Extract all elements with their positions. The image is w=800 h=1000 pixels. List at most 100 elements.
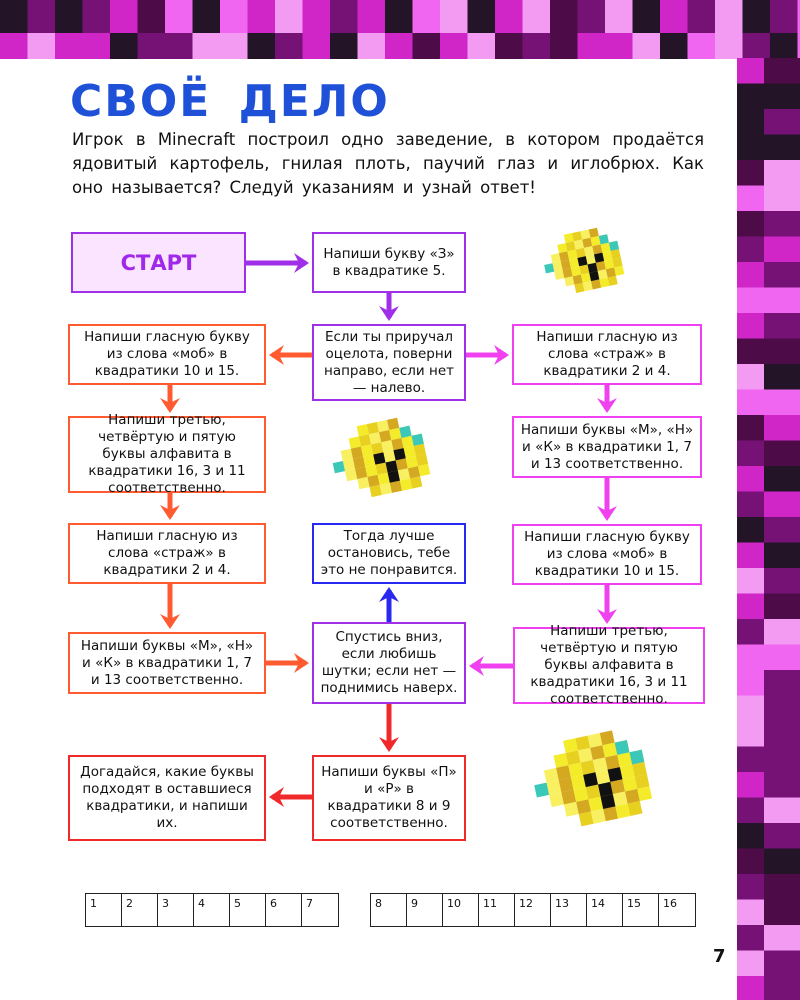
answer-cell[interactable]: 1 xyxy=(86,894,122,926)
answer-cell[interactable]: 10 xyxy=(443,894,479,926)
border-tile xyxy=(550,33,578,59)
answer-cell[interactable]: 14 xyxy=(587,894,623,926)
answer-cell[interactable]: 5 xyxy=(230,894,266,926)
border-tile xyxy=(330,0,358,33)
border-tile xyxy=(737,134,764,161)
border-tile xyxy=(715,0,743,33)
border-tile xyxy=(737,160,764,186)
border-tile xyxy=(764,440,800,467)
border-tile xyxy=(737,823,764,849)
border-tile xyxy=(737,644,764,671)
border-tile xyxy=(550,0,578,33)
border-tile xyxy=(764,134,800,161)
border-tile xyxy=(764,619,800,645)
border-tile xyxy=(137,0,166,33)
border-tile xyxy=(737,58,764,84)
border-tile xyxy=(764,338,800,365)
step-right-vowel-mob: Напиши гласную букву из слова «моб» в кв… xyxy=(512,524,702,585)
border-tile xyxy=(764,848,800,875)
border-tile xyxy=(737,670,764,696)
border-tile xyxy=(797,0,800,33)
border-tile xyxy=(764,58,800,84)
step-write-z: Напиши букву «З» в квадратике 5. xyxy=(312,232,466,293)
answer-cell[interactable]: 16 xyxy=(663,897,677,910)
border-tile xyxy=(737,593,764,620)
border-tile xyxy=(737,109,764,135)
start-box: СТАРТ xyxy=(71,232,246,293)
answer-cell[interactable]: 8 xyxy=(371,894,407,926)
step-write-pr: Напиши буквы «П» и «Р» в квадратики 8 и … xyxy=(312,755,466,841)
step-right-third-letters: Напиши третью, четвёртую и пятую буквы а… xyxy=(513,623,705,707)
border-tile xyxy=(302,0,331,33)
border-tile xyxy=(385,0,413,33)
border-tile xyxy=(577,0,606,33)
answer-cell[interactable]: 13 xyxy=(551,894,587,926)
border-tile xyxy=(737,364,764,390)
border-tile xyxy=(137,33,166,59)
step-ocelot-question: Если ты приручал оцелота, поверни направ… xyxy=(312,324,466,401)
border-tile xyxy=(764,364,800,390)
border-tile xyxy=(770,33,798,59)
border-tile xyxy=(275,33,303,59)
border-tile xyxy=(737,695,764,722)
border-tile xyxy=(440,0,468,33)
border-tile xyxy=(764,83,800,110)
border-tile xyxy=(275,0,303,33)
border-tile xyxy=(632,33,661,59)
answer-cell[interactable]: 3 xyxy=(158,894,194,926)
border-tile xyxy=(764,746,800,773)
border-tile xyxy=(764,976,800,1000)
step-left-third-letters: Напиши третью, четвёртую и пятую буквы а… xyxy=(68,412,266,496)
border-tile xyxy=(440,33,468,59)
border-tile xyxy=(737,848,764,875)
border-tile xyxy=(467,33,496,59)
border-tile xyxy=(764,568,800,594)
border-tile xyxy=(522,0,551,33)
answer-cell[interactable]: 15 xyxy=(623,894,659,926)
border-tile xyxy=(165,0,193,33)
border-tile xyxy=(764,491,800,518)
intro-text: Игрок в Minecraft построил одно заведени… xyxy=(72,130,704,197)
border-tile xyxy=(764,925,800,951)
border-tile xyxy=(742,33,771,59)
border-tile xyxy=(764,517,800,543)
border-tile xyxy=(737,542,764,569)
border-tile xyxy=(764,644,800,671)
answer-cell[interactable]: 12 xyxy=(515,894,551,926)
border-tile xyxy=(797,33,800,59)
answer-cell[interactable]: 7 xyxy=(306,897,313,910)
answer-cell[interactable]: 6 xyxy=(266,894,302,926)
border-tile xyxy=(495,33,523,59)
border-tile xyxy=(737,287,764,314)
border-tile xyxy=(764,772,800,798)
border-tile xyxy=(192,33,221,59)
pufferfish-icon xyxy=(534,730,653,827)
answer-cell[interactable]: 2 xyxy=(122,894,158,926)
border-tile xyxy=(737,338,764,365)
border-tile xyxy=(764,211,800,237)
border-tile xyxy=(220,0,248,33)
border-tile xyxy=(770,0,798,33)
border-tile xyxy=(605,0,633,33)
border-tile xyxy=(737,721,764,747)
border-tile xyxy=(737,874,764,900)
border-tile xyxy=(737,491,764,518)
border-tile xyxy=(737,797,764,824)
answer-cell[interactable]: 9 xyxy=(407,894,443,926)
border-tile xyxy=(764,593,800,620)
border-tile xyxy=(247,0,276,33)
page-number: 7 xyxy=(713,946,726,967)
border-tile xyxy=(764,287,800,314)
answer-cell[interactable]: 4 xyxy=(194,894,230,926)
border-tile xyxy=(110,0,138,33)
border-tile xyxy=(764,415,800,441)
border-tile xyxy=(764,160,800,186)
answer-cell[interactable]: 11 xyxy=(479,894,515,926)
step-guess: Догадайся, какие буквы подходят в оставш… xyxy=(68,755,266,841)
border-tile xyxy=(522,33,551,59)
border-tile xyxy=(737,899,764,926)
step-left-vowel-mob: Напиши гласную букву из слова «моб» в кв… xyxy=(68,324,266,385)
border-tile xyxy=(737,313,764,339)
